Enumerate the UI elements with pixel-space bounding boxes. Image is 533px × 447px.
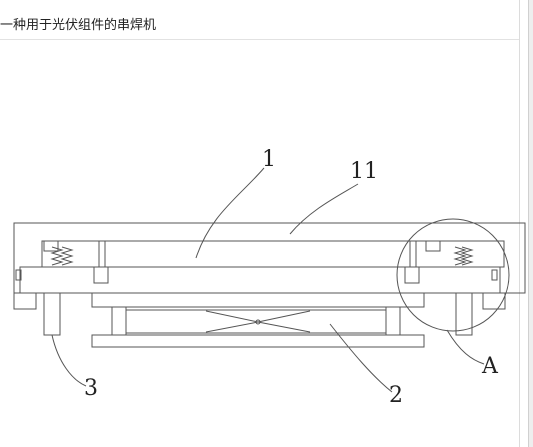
right-outer-leg (482, 292, 506, 310)
lift-base-plate (91, 334, 425, 348)
right-spring-2 (460, 246, 474, 266)
label-frame: 1 (262, 147, 276, 172)
right-inner-post (409, 240, 417, 268)
detail-circle (396, 218, 510, 332)
right-leg (455, 292, 473, 336)
label-top-plate: 11 (350, 159, 378, 184)
main-beam (19, 266, 501, 294)
scissor-left (205, 310, 259, 333)
top-plate (41, 240, 505, 268)
scissor-right (257, 310, 311, 333)
right-clamp-lower (404, 266, 420, 284)
leader-2 (329, 323, 393, 393)
right-spring (453, 246, 467, 266)
left-spring (50, 246, 64, 266)
title-bar: 一种用于光伏组件的串焊机 (0, 0, 520, 40)
scrollbar[interactable] (528, 0, 533, 447)
left-leg (43, 292, 61, 336)
leader-1 (195, 167, 265, 259)
right-clamp (425, 240, 441, 252)
leader-a (446, 329, 485, 365)
outer-frame (13, 222, 526, 294)
leader-11 (289, 183, 359, 235)
right-edge-tab (491, 269, 498, 281)
left-clamp (43, 240, 59, 252)
lift-top-plate (91, 292, 425, 308)
scissor-pivot (255, 319, 261, 325)
left-outer-leg (13, 292, 37, 310)
label-detail: A (481, 354, 499, 379)
left-edge-tab (15, 269, 22, 281)
left-spring-2 (60, 246, 74, 266)
label-leg: 3 (84, 376, 98, 401)
lift-left-post (111, 306, 127, 336)
label-lift: 2 (389, 383, 403, 408)
document-title: 一种用于光伏组件的串焊机 (0, 18, 157, 33)
left-clamp-lower (93, 266, 109, 284)
lift-right-post (385, 306, 401, 336)
leader-3 (51, 334, 87, 387)
left-inner-post (98, 240, 106, 268)
